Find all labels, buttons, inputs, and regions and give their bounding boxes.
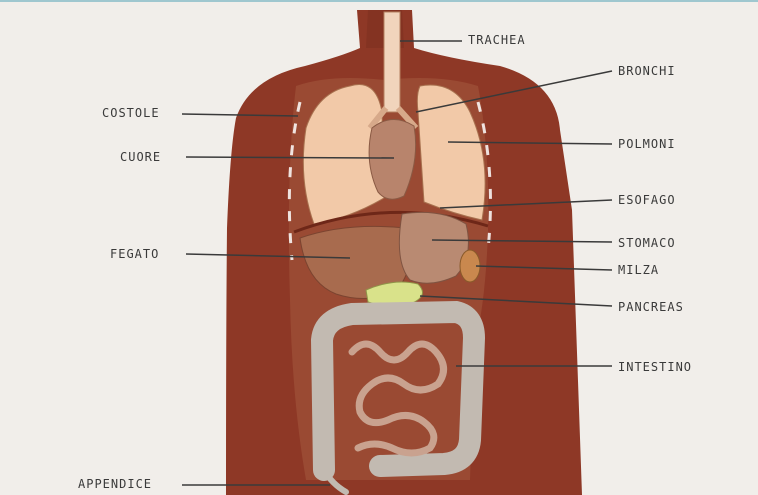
label-costole: COSTOLE bbox=[102, 106, 160, 120]
label-fegato: FEGATO bbox=[110, 247, 159, 261]
trachea-shape bbox=[384, 12, 400, 112]
label-pancreas: PANCREAS bbox=[618, 300, 684, 314]
label-milza: MILZA bbox=[618, 263, 659, 277]
label-polmoni: POLMONI bbox=[618, 137, 676, 151]
leader-cuore bbox=[186, 157, 394, 158]
label-trachea: TRACHEA bbox=[468, 33, 526, 47]
label-bronchi: BRONCHI bbox=[618, 64, 676, 78]
label-appendice: APPENDICE bbox=[78, 477, 152, 491]
label-stomaco: STOMACO bbox=[618, 236, 676, 250]
label-esofago: ESOFAGO bbox=[618, 193, 676, 207]
label-cuore: CUORE bbox=[120, 150, 161, 164]
stomach-shape bbox=[399, 212, 468, 283]
label-intestino: INTESTINO bbox=[618, 360, 692, 374]
